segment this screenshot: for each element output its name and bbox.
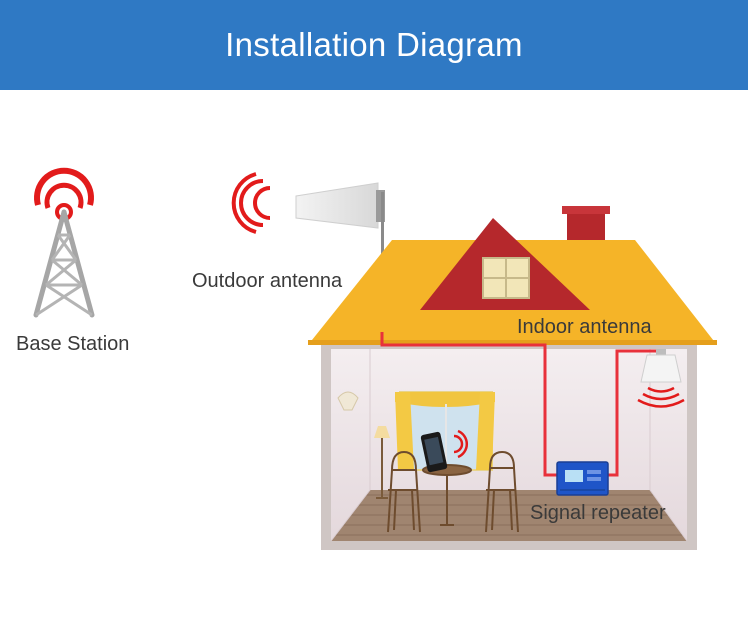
smartphone-icon	[420, 429, 468, 473]
room-window	[395, 391, 495, 471]
outdoor-antenna-label: Outdoor antenna	[192, 270, 343, 292]
signal-repeater-label: Signal repeater	[530, 502, 666, 524]
signal-wave-middle	[44, 182, 84, 209]
installation-scene	[33, 167, 717, 550]
wall-lamp	[337, 391, 359, 411]
indoor-ceiling-antenna-icon	[637, 349, 685, 408]
base-station-tower-icon	[33, 167, 95, 318]
header-bar: Installation Diagram	[0, 0, 748, 90]
attic-window	[482, 257, 530, 299]
indoor-antenna-label: Indoor antenna	[517, 316, 652, 338]
base-station-label: Base Station	[16, 333, 130, 355]
chimney	[567, 210, 605, 244]
floor-lamp	[374, 426, 390, 499]
signal-repeater-icon	[556, 461, 609, 496]
signal-wave-outer	[34, 167, 94, 206]
page-title: Installation Diagram	[225, 26, 523, 63]
coaxial-cable	[380, 332, 658, 477]
